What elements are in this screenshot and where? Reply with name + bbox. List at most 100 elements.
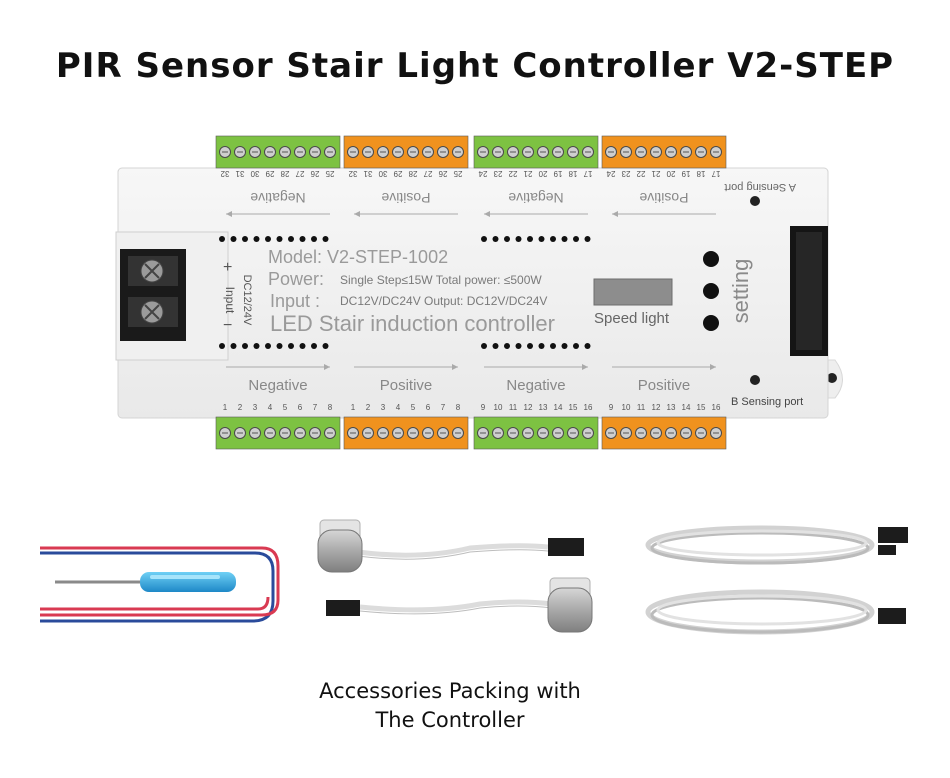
- wires-and-screwdriver: [40, 546, 280, 623]
- accessories-caption: Accessories Packing with The Controller: [250, 677, 650, 735]
- terminal-number: 15: [697, 403, 706, 412]
- terminal-number: 27: [295, 169, 304, 178]
- led-dot: [276, 343, 283, 349]
- terminal-number: 23: [621, 169, 630, 178]
- terminal-number: 28: [280, 169, 289, 178]
- polarity-label: Negative: [248, 377, 307, 394]
- setting-button-1[interactable]: [703, 251, 719, 267]
- terminal-number: 14: [554, 403, 563, 412]
- terminal-number: 19: [553, 169, 562, 178]
- terminal-number: 14: [682, 403, 691, 412]
- led-dot: [527, 343, 533, 349]
- led-dot: [492, 236, 499, 242]
- terminal-number: 17: [583, 169, 592, 178]
- connector-icon: [326, 600, 360, 616]
- terminal-number: 25: [453, 169, 462, 178]
- led-dot: [527, 236, 533, 242]
- input-detail-text: DC12V/DC24V Output: DC12V/DC24V: [340, 294, 547, 308]
- power-detail-text: Single Step≤15W Total power: ≤500W: [340, 273, 542, 287]
- polarity-label: Positive: [380, 377, 433, 394]
- arrow-right-icon: [582, 364, 588, 370]
- terminal-number: 3: [381, 403, 386, 412]
- led-dot: [573, 236, 579, 242]
- led-dot: [584, 343, 591, 349]
- terminal-number: 3: [253, 403, 258, 412]
- led-dot: [265, 236, 271, 242]
- terminal-number: 6: [426, 403, 431, 412]
- setting-button-2[interactable]: [703, 283, 719, 299]
- terminal-number: 26: [310, 169, 319, 178]
- terminal-number: 29: [393, 169, 402, 178]
- terminal-number: 18: [696, 169, 705, 178]
- terminal-number: 18: [568, 169, 577, 178]
- terminal-number: 24: [606, 169, 615, 178]
- pir-sensor-2: [326, 577, 593, 633]
- terminal-number: 21: [651, 169, 660, 178]
- power-text: Power:: [268, 269, 324, 289]
- led-dot: [288, 236, 294, 242]
- controller-unit: Input DC12/24V + − setting A Sensing por…: [115, 135, 843, 450]
- terminal-number: 26: [438, 169, 447, 178]
- polarity-label: Positive: [381, 190, 430, 206]
- terminal-number: 30: [250, 169, 259, 178]
- extension-cable-1: [645, 525, 908, 565]
- connector-icon: [878, 608, 906, 624]
- terminal-number: 13: [667, 403, 676, 412]
- minus-icon: −: [223, 317, 232, 334]
- terminal-number: 12: [524, 403, 533, 412]
- speed-light-label: Speed light: [594, 310, 670, 327]
- mount-hole: [827, 373, 837, 383]
- led-dot: [265, 343, 271, 349]
- connector-icon: [878, 527, 908, 543]
- led-dot: [311, 343, 317, 349]
- led-dot: [550, 343, 556, 349]
- led-dot: [573, 343, 579, 349]
- terminal-number: 4: [268, 403, 273, 412]
- setting-button-3[interactable]: [703, 315, 719, 331]
- terminal-number: 16: [584, 403, 593, 412]
- led-dot: [504, 236, 510, 242]
- led-dot: [299, 236, 306, 242]
- led-dot: [538, 343, 545, 349]
- terminal-number: 13: [539, 403, 548, 412]
- terminal-number: 1: [223, 403, 228, 412]
- terminal-number: 5: [411, 403, 416, 412]
- polarity-label: Negative: [506, 377, 565, 394]
- terminal-number: 31: [235, 169, 244, 178]
- terminal-number: 22: [508, 169, 517, 178]
- connector-icon: [548, 538, 584, 556]
- led-dot: [230, 343, 237, 349]
- terminal-number: 32: [220, 169, 229, 178]
- led-dot: [322, 236, 329, 242]
- led-dot: [299, 343, 306, 349]
- arrow-left-icon: [226, 211, 232, 217]
- terminal-number: 2: [366, 403, 371, 412]
- terminal-number: 32: [348, 169, 357, 178]
- terminal-number: 7: [313, 403, 318, 412]
- terminal-number: 31: [363, 169, 372, 178]
- page-title: PIR Sensor Stair Light Controller V2-STE…: [55, 46, 895, 86]
- led-dot: [230, 236, 237, 242]
- terminal-number: 16: [712, 403, 721, 412]
- b-sensing-port-label: B Sensing port: [731, 396, 803, 408]
- pir-sensor-1: [317, 519, 584, 573]
- terminal-number: 23: [493, 169, 502, 178]
- terminal-number: 10: [494, 403, 503, 412]
- polarity-label: Positive: [639, 190, 688, 206]
- led-dot: [504, 343, 510, 349]
- arrow-left-icon: [612, 211, 618, 217]
- terminal-number: 20: [538, 169, 547, 178]
- terminal-number: 8: [328, 403, 333, 412]
- terminal-number: 1: [351, 403, 356, 412]
- terminal-number: 28: [408, 169, 417, 178]
- a-sensing-port-label: A Sensing port: [724, 181, 796, 193]
- led-dot: [242, 343, 248, 349]
- setting-label: setting: [728, 259, 753, 324]
- b-port-indicator: [750, 375, 760, 385]
- caption-line-1: Accessories Packing with: [319, 679, 581, 703]
- description-text: LED Stair induction controller: [270, 311, 555, 336]
- terminal-number: 4: [396, 403, 401, 412]
